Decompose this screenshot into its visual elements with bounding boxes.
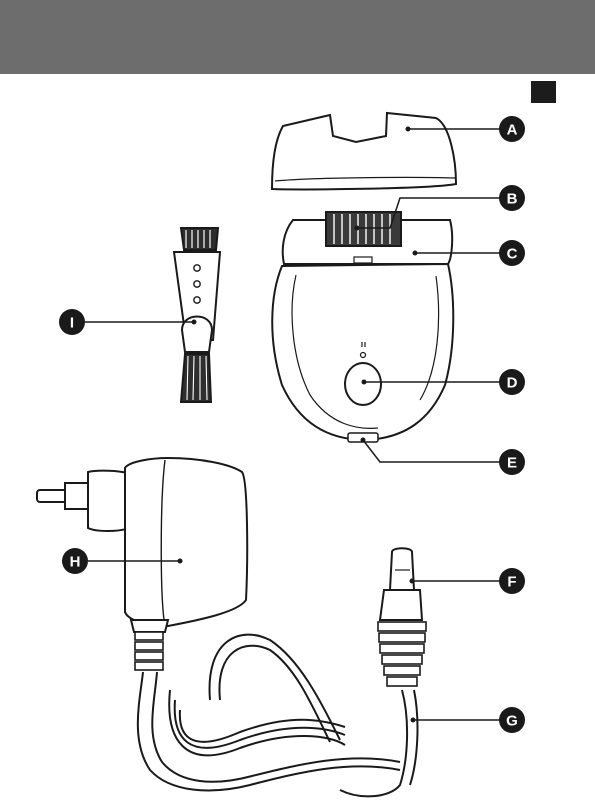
callout-letter-i: I (70, 315, 74, 332)
callout-letter-h: H (70, 554, 81, 571)
callout-badge-c: C (499, 240, 525, 266)
callout-badge-i: I (59, 309, 85, 335)
callout-badge-a: A (499, 116, 525, 142)
callout-letter-e: E (507, 455, 517, 472)
cord-illustration (138, 635, 418, 797)
callout-letter-b: B (507, 191, 518, 208)
callout-letter-a: A (507, 122, 518, 139)
callout-letter-g: G (506, 713, 518, 730)
callout-badge-d: D (499, 369, 525, 395)
callout-letter-c: C (507, 246, 518, 263)
callout-badge-e: E (499, 449, 525, 475)
cap-illustration (272, 113, 456, 189)
epilator-illustration (272, 212, 453, 442)
callout-letter-f: F (507, 574, 516, 591)
cleaning-brush-illustration (174, 228, 220, 402)
callout-badge-b: B (499, 185, 525, 211)
callout-badge-f: F (499, 568, 525, 594)
callout-letter-d: D (507, 375, 518, 392)
callout-badge-h: H (62, 548, 88, 574)
appliance-plug-illustration (378, 548, 426, 686)
callout-badge-g: G (499, 707, 525, 733)
